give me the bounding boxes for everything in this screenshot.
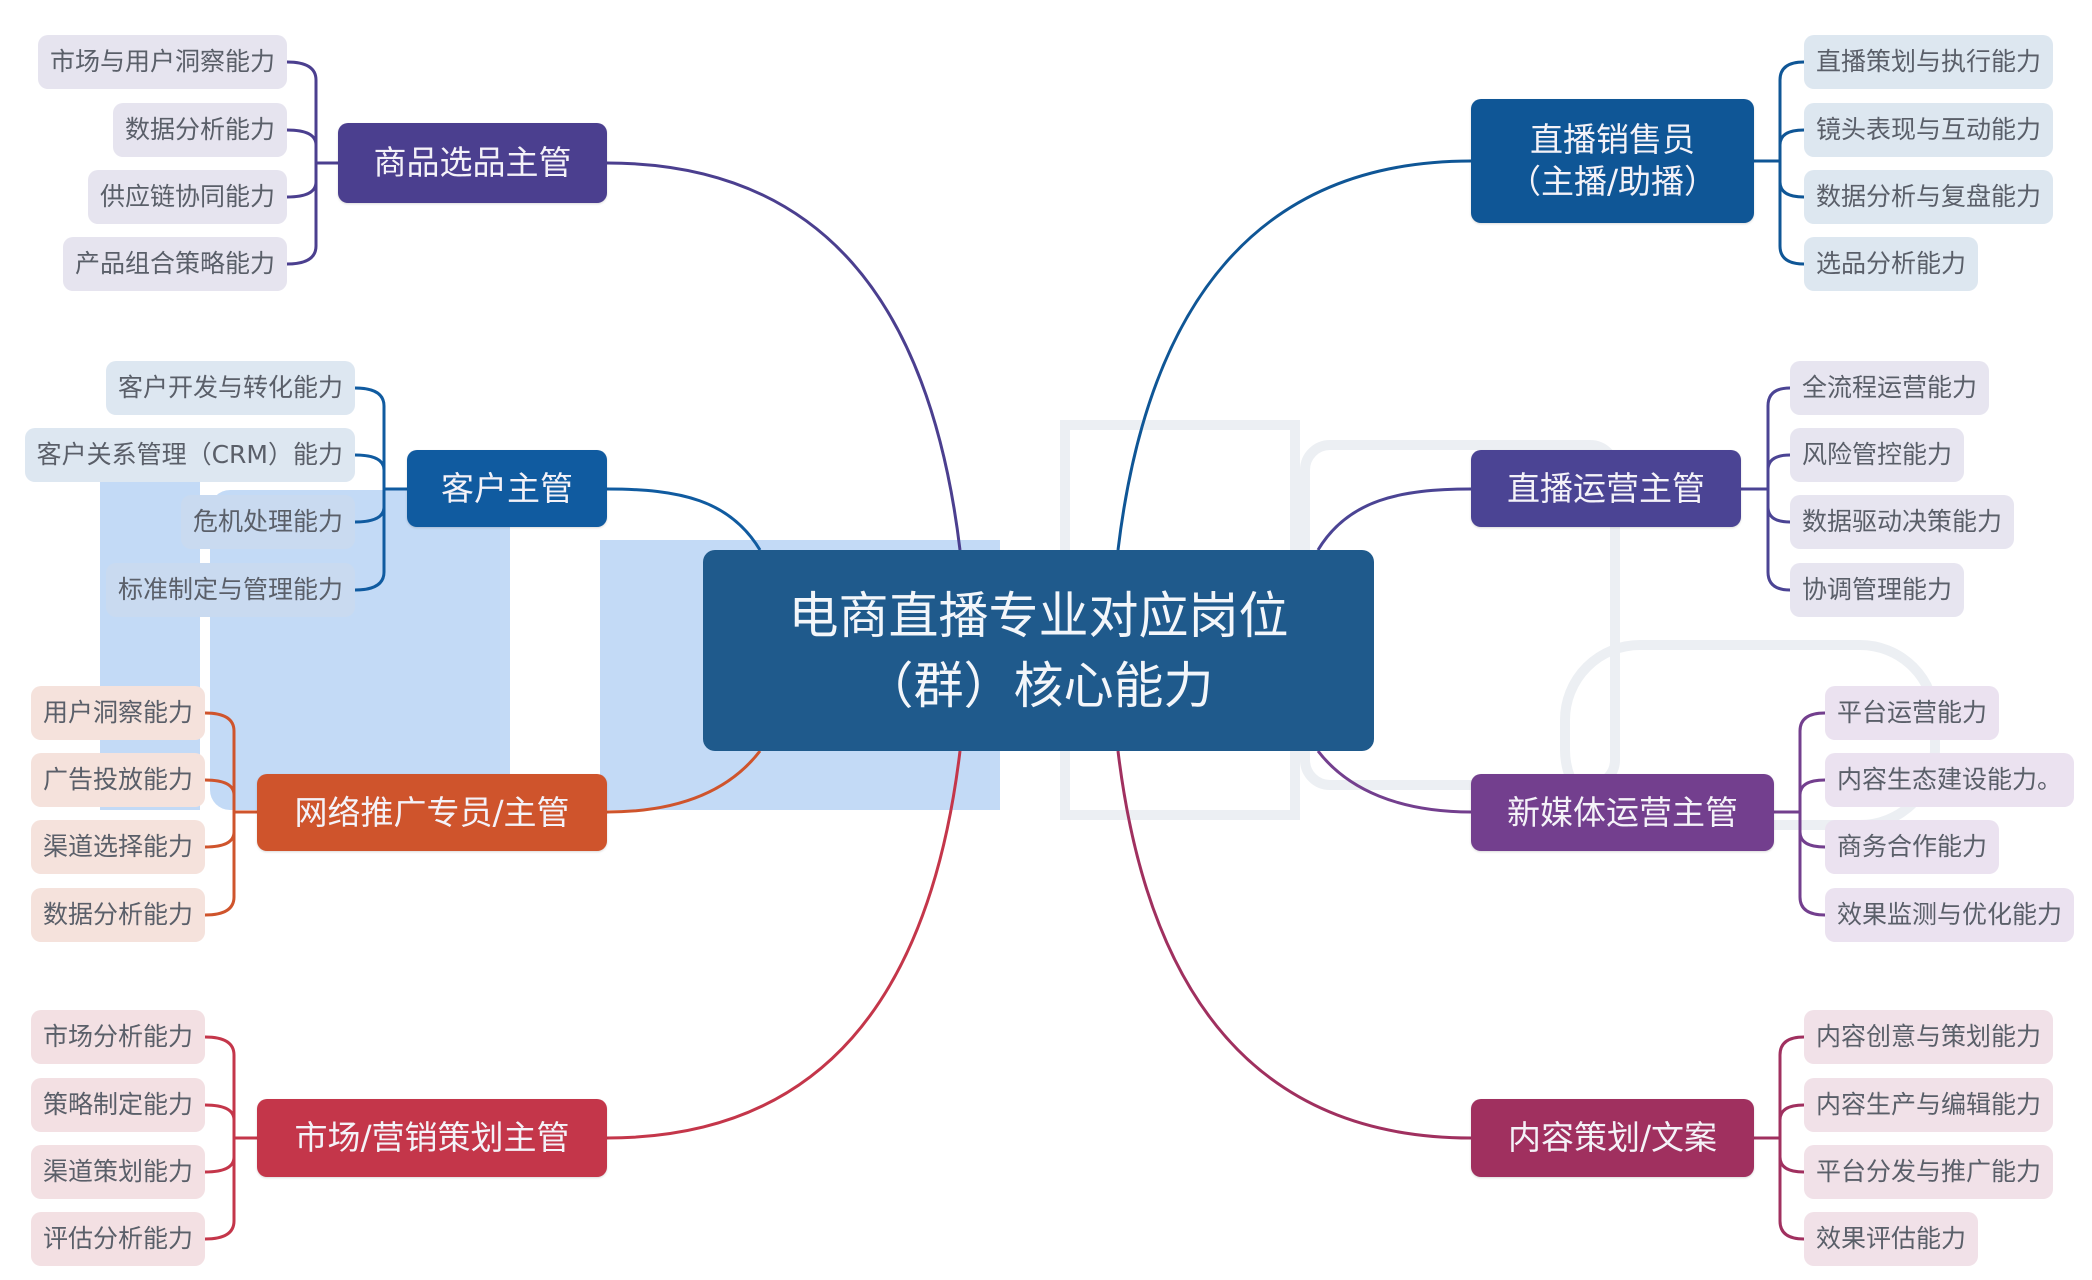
- branch-label: 直播运营主管: [1507, 468, 1705, 508]
- leaf-item[interactable]: 效果监测与优化能力: [1825, 888, 2075, 942]
- leaf-label: 内容创意与策划能力: [1816, 1022, 2042, 1051]
- leaf-item[interactable]: 数据分析能力: [30, 888, 205, 942]
- leaf-label: 评估分析能力: [42, 1224, 193, 1253]
- central-topic-line2: （群）核心能力: [863, 656, 1214, 715]
- leaf-item[interactable]: 全流程运营能力: [1790, 361, 1990, 415]
- leaf-label: 内容生态建设能力。: [1837, 765, 2063, 794]
- leaf-label: 效果监测与优化能力: [1837, 900, 2063, 929]
- leaf-item[interactable]: 供应链协同能力: [87, 170, 287, 224]
- leaf-item[interactable]: 内容生产与编辑能力: [1804, 1078, 2054, 1132]
- branch-label: 内容策划/文案: [1507, 1118, 1718, 1157]
- leaf-item[interactable]: 市场分析能力: [30, 1010, 205, 1064]
- branch-marketing-planning-supervisor[interactable]: 市场/营销策划主管: [257, 1099, 607, 1177]
- branch-label-line1: 直播销售员: [1530, 120, 1695, 159]
- leaf-label: 市场与用户洞察能力: [49, 47, 275, 76]
- leaf-item[interactable]: 效果评估能力: [1804, 1212, 1979, 1266]
- leaf-item[interactable]: 渠道策划能力: [30, 1145, 205, 1199]
- branch-customer-supervisor[interactable]: 客户主管: [407, 450, 607, 527]
- branch-label: 客户主管: [441, 468, 573, 508]
- leaf-label: 数据分析与复盘能力: [1816, 182, 2042, 211]
- leaf-item[interactable]: 选品分析能力: [1804, 237, 1979, 291]
- leaf-item[interactable]: 标准制定与管理能力: [105, 563, 355, 617]
- leaf-label: 渠道策划能力: [42, 1157, 193, 1186]
- leaf-label: 市场分析能力: [42, 1022, 193, 1051]
- leaf-item[interactable]: 商务合作能力: [1825, 820, 2000, 874]
- branch-new-media-operations-supervisor[interactable]: 新媒体运营主管: [1471, 774, 1774, 851]
- leaf-label: 内容生产与编辑能力: [1816, 1090, 2042, 1119]
- leaf-item[interactable]: 广告投放能力: [30, 753, 205, 807]
- leaf-item[interactable]: 客户关系管理（CRM）能力: [24, 428, 355, 482]
- leaf-item[interactable]: 用户洞察能力: [30, 686, 205, 740]
- central-topic-line1: 电商直播专业对应岗位: [788, 586, 1289, 645]
- leaf-label: 数据驱动决策能力: [1802, 507, 2003, 536]
- branch-label: 市场/营销策划主管: [294, 1118, 570, 1157]
- leaf-label: 广告投放能力: [42, 765, 193, 794]
- leaf-item[interactable]: 平台分发与推广能力: [1804, 1145, 2054, 1199]
- leaf-label: 危机处理能力: [192, 507, 343, 536]
- branch-label: 商品选品主管: [373, 143, 572, 182]
- leaf-label: 产品组合策略能力: [74, 249, 275, 278]
- branch-label: 网络推广专员/主管: [294, 792, 570, 832]
- leaf-label: 选品分析能力: [1816, 249, 1967, 278]
- leaf-item[interactable]: 危机处理能力: [180, 495, 355, 549]
- branch-label: 新媒体运营主管: [1507, 792, 1738, 832]
- leaf-label: 风险管控能力: [1802, 440, 1953, 469]
- leaf-item[interactable]: 策略制定能力: [30, 1078, 205, 1132]
- leaf-item[interactable]: 内容创意与策划能力: [1804, 1010, 2054, 1064]
- leaf-item[interactable]: 风险管控能力: [1790, 428, 1965, 482]
- leaf-label: 用户洞察能力: [42, 698, 193, 727]
- leaf-item[interactable]: 数据分析能力: [112, 103, 287, 157]
- branch-online-promotion-specialist[interactable]: 网络推广专员/主管: [257, 774, 607, 851]
- leaf-label: 直播策划与执行能力: [1816, 47, 2042, 76]
- leaf-item[interactable]: 直播策划与执行能力: [1804, 35, 2054, 89]
- leaf-item[interactable]: 产品组合策略能力: [62, 237, 287, 291]
- leaf-item[interactable]: 客户开发与转化能力: [105, 361, 355, 415]
- leaf-label: 供应链协同能力: [99, 182, 275, 211]
- leaf-item[interactable]: 镜头表现与互动能力: [1804, 103, 2054, 157]
- leaf-label: 平台运营能力: [1837, 698, 1988, 727]
- branch-live-sales-host[interactable]: 直播销售员 （主播/助播）: [1471, 99, 1754, 223]
- leaf-label: 策略制定能力: [42, 1090, 193, 1119]
- leaf-label: 标准制定与管理能力: [117, 575, 343, 604]
- leaf-label: 协调管理能力: [1802, 575, 1953, 604]
- leaf-label: 客户开发与转化能力: [117, 373, 343, 402]
- branch-label-line2: （主播/助播）: [1507, 162, 1718, 201]
- leaf-label: 效果评估能力: [1816, 1224, 1967, 1253]
- leaf-label: 全流程运营能力: [1802, 373, 1978, 402]
- leaf-label: 平台分发与推广能力: [1816, 1157, 2042, 1186]
- central-topic[interactable]: 电商直播专业对应岗位 （群）核心能力: [703, 550, 1374, 751]
- leaf-item[interactable]: 数据分析与复盘能力: [1804, 170, 2054, 224]
- leaf-item[interactable]: 内容生态建设能力。: [1825, 753, 2075, 807]
- leaf-label: 商务合作能力: [1837, 832, 1988, 861]
- leaf-item[interactable]: 平台运营能力: [1825, 686, 2000, 740]
- branch-live-operations-supervisor[interactable]: 直播运营主管: [1471, 450, 1741, 527]
- leaf-item[interactable]: 渠道选择能力: [30, 820, 205, 874]
- leaf-item[interactable]: 数据驱动决策能力: [1790, 495, 2015, 549]
- branch-content-planning-copywriting[interactable]: 内容策划/文案: [1471, 1099, 1754, 1177]
- leaf-label: 数据分析能力: [124, 115, 275, 144]
- branch-product-selection-supervisor[interactable]: 商品选品主管: [338, 123, 607, 203]
- leaf-label: 数据分析能力: [42, 900, 193, 929]
- leaf-label: 渠道选择能力: [42, 832, 193, 861]
- leaf-item[interactable]: 市场与用户洞察能力: [37, 35, 287, 89]
- leaf-item[interactable]: 评估分析能力: [30, 1212, 205, 1266]
- leaf-label: 镜头表现与互动能力: [1816, 115, 2042, 144]
- leaf-item[interactable]: 协调管理能力: [1790, 563, 1965, 617]
- leaf-label: 客户关系管理（CRM）能力: [36, 440, 343, 469]
